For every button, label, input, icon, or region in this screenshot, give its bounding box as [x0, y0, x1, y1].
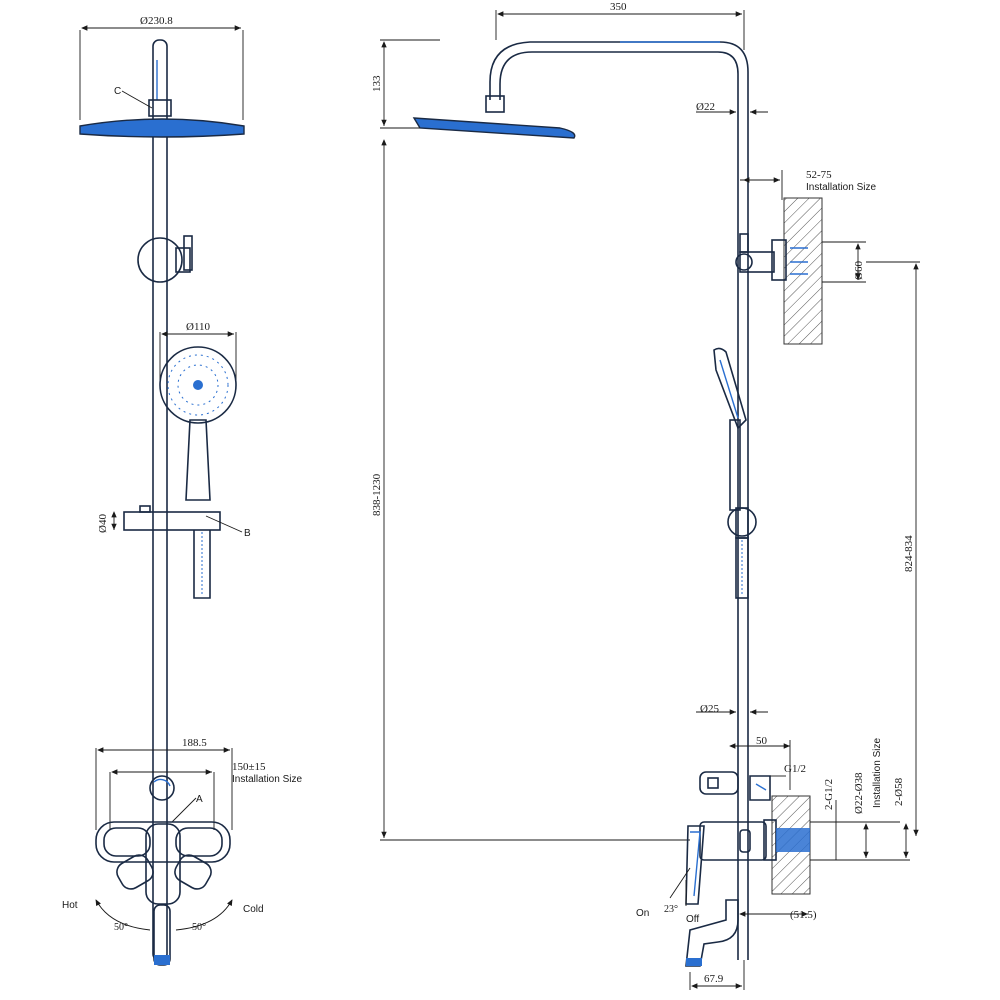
dim-width-188: 188.5	[182, 737, 207, 749]
side-hose	[735, 537, 749, 599]
mixer-body	[95, 821, 231, 863]
dim-bracket-range: 52-75	[806, 169, 832, 181]
label-c: C	[114, 86, 121, 97]
angle-left: 50°	[114, 922, 128, 933]
dim-bracket-height: 824-834	[903, 535, 915, 572]
side-diverter	[699, 771, 739, 795]
side-hand-shower	[713, 347, 747, 430]
dim-spout-67: 67.9	[704, 973, 724, 985]
label-cold: Cold	[243, 904, 264, 915]
side-mixer-body	[699, 821, 767, 861]
dim-depth-50: 50	[756, 735, 768, 747]
side-spout	[685, 899, 739, 967]
side-bracket	[739, 251, 775, 273]
dim-pipe-upper: Ø22	[696, 101, 715, 113]
side-mixer-lever[interactable]	[685, 825, 705, 905]
overhead-arm	[489, 41, 749, 960]
dim-head-offset: 133	[371, 75, 383, 92]
dim-spout-51: (51.5)	[790, 909, 817, 921]
dim-pipe-lower: Ø25	[700, 703, 719, 715]
hose	[193, 530, 211, 599]
dim-head-diameter: Ø230.8	[140, 15, 173, 27]
label-a: A	[196, 794, 203, 805]
hand-shower-head	[159, 346, 237, 424]
side-slider	[727, 507, 757, 537]
slider-bar	[123, 511, 221, 531]
dim-bracket-diameter: Ø60	[853, 261, 865, 280]
front-view: Ø230.8 C Ø110 Ø40 B	[62, 15, 302, 966]
angle-right: 50°	[192, 922, 206, 933]
dim-thread-g12: G1/2	[784, 763, 806, 775]
shower-head-plate	[79, 118, 245, 138]
wall-section-upper	[783, 197, 823, 345]
wall-bracket	[137, 237, 183, 283]
label-off: Off	[686, 914, 699, 925]
diverter-knob[interactable]	[149, 775, 175, 801]
side-shower-head	[412, 117, 576, 139]
label-on: On	[636, 908, 649, 919]
dim-thread-2g12: 2-G1/2	[823, 779, 835, 810]
lever-angle: 23°	[664, 904, 678, 915]
mixer-lever[interactable]	[145, 823, 181, 905]
dim-hand-shower: Ø110	[186, 321, 211, 333]
hand-shower-handle	[185, 419, 211, 501]
label-hot: Hot	[62, 900, 78, 911]
dim-arm-length: 350	[610, 1, 627, 13]
dim-total-height: 838-1230	[371, 473, 383, 516]
dim-bracket-label: Installation Size	[806, 182, 876, 193]
dim-pipe-range: Ø22-Ø38	[853, 772, 865, 814]
shower-head	[148, 99, 172, 117]
dim-mount-label: Installation Size	[872, 738, 883, 808]
dim-flange: 2-Ø58	[893, 777, 905, 806]
dim-install-150: 150±15	[232, 761, 266, 773]
side-view: 350 133 838-1230 Ø22 52-75 Installation …	[371, 1, 920, 990]
dim-install-label: Installation Size	[232, 774, 302, 785]
label-b: B	[244, 528, 251, 539]
dim-slider: Ø40	[97, 514, 109, 533]
